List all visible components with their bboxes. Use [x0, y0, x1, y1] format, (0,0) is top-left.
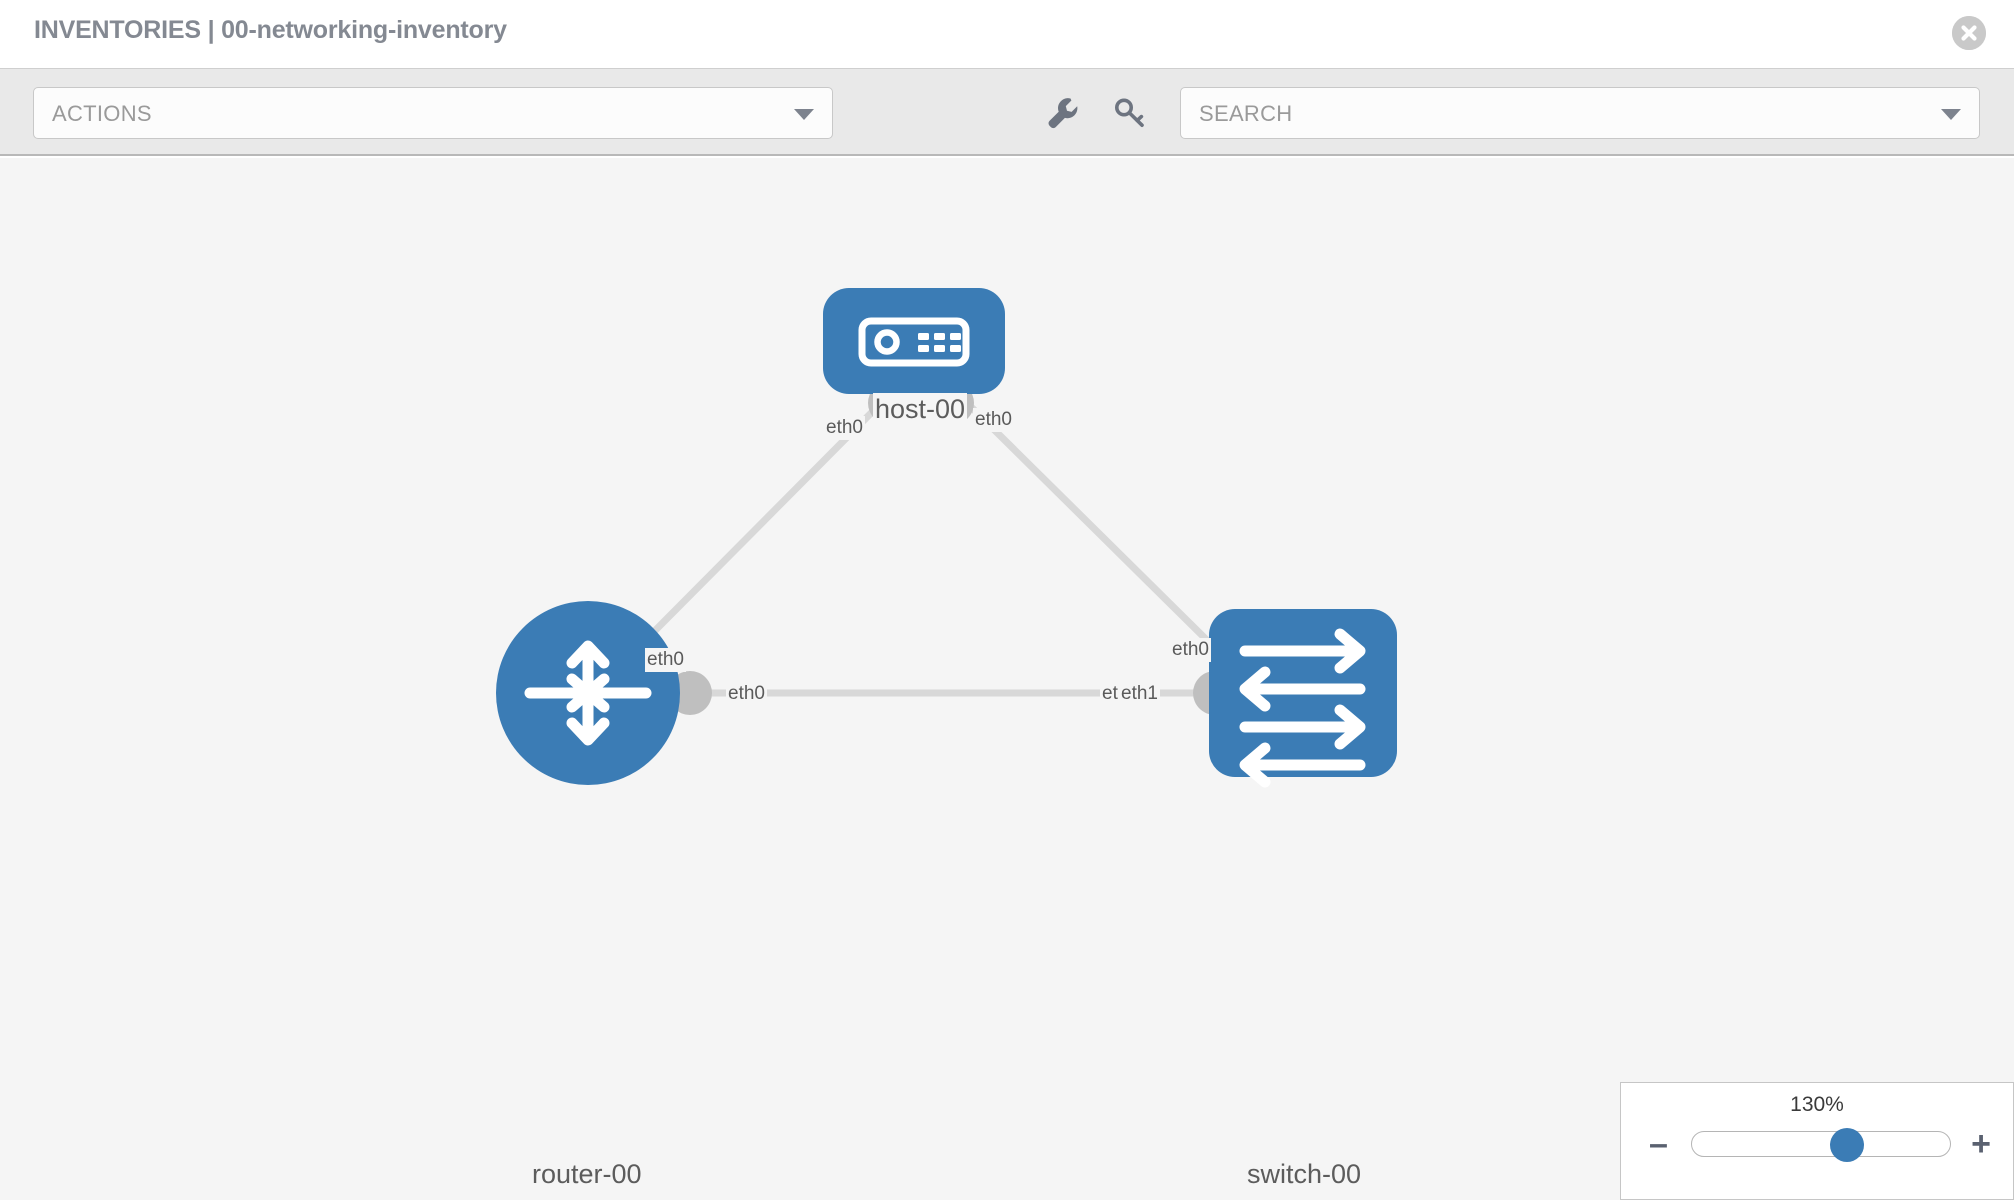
actions-dropdown-label: ACTIONS [52, 101, 152, 126]
four-arrows-icon [524, 640, 652, 746]
search-placeholder: SEARCH [1199, 101, 1293, 126]
chevron-down-icon [794, 109, 814, 120]
zoom-slider-track[interactable] [1691, 1128, 1951, 1162]
node-label-host-00: host-00 [873, 393, 968, 425]
search-input[interactable]: SEARCH [1180, 87, 1980, 139]
node-label-router-00: router-00 [530, 1158, 644, 1190]
actions-dropdown[interactable]: ACTIONS [33, 87, 833, 139]
chevron-down-icon[interactable] [1941, 109, 1961, 120]
page-title: INVENTORIES | 00-networking-inventory [34, 16, 507, 44]
iface-label-router00-to-switch00: eth0 [726, 682, 767, 706]
wrench-icon[interactable] [1040, 91, 1084, 135]
iface-label-router00-to-host00: eth0 [645, 648, 686, 672]
swap-arrows-icon [1239, 628, 1366, 788]
iface-label-host00-to-switch00: eth0 [973, 408, 1014, 432]
zoom-out-button[interactable]: – [1649, 1125, 1668, 1163]
node-switch-00[interactable] [1209, 609, 1397, 788]
key-icon[interactable] [1108, 91, 1152, 135]
page-header: INVENTORIES | 00-networking-inventory [0, 0, 2014, 68]
iface-label-host00-to-router00: eth0 [824, 416, 865, 440]
zoom-slider-thumb[interactable] [1829, 1128, 1864, 1162]
topology-connectors [668, 381, 1255, 715]
topology-canvas[interactable]: host-00 router-00 switch-00 eth0 eth0 et… [0, 158, 2014, 1200]
link-host00-switch00[interactable] [957, 393, 1228, 661]
topology-graph [496, 288, 1397, 788]
node-router-00[interactable] [496, 601, 680, 785]
iface-label-switch00-to-router00: eth1 [1119, 682, 1160, 706]
iface-label-switch00-to-host00: eth0 [1170, 638, 1211, 662]
node-host-00[interactable] [823, 288, 1005, 394]
zoom-in-button[interactable]: + [1971, 1125, 1991, 1163]
server-icon [858, 317, 970, 367]
topology-links [597, 393, 1228, 697]
zoom-control-panel: 130% – + [1620, 1082, 2014, 1200]
node-label-switch-00: switch-00 [1245, 1158, 1364, 1190]
toolbar: ACTIONS SEARCH [0, 68, 2014, 156]
zoom-level-value: 130% [1790, 1093, 1844, 1116]
close-icon[interactable] [1952, 16, 1986, 50]
